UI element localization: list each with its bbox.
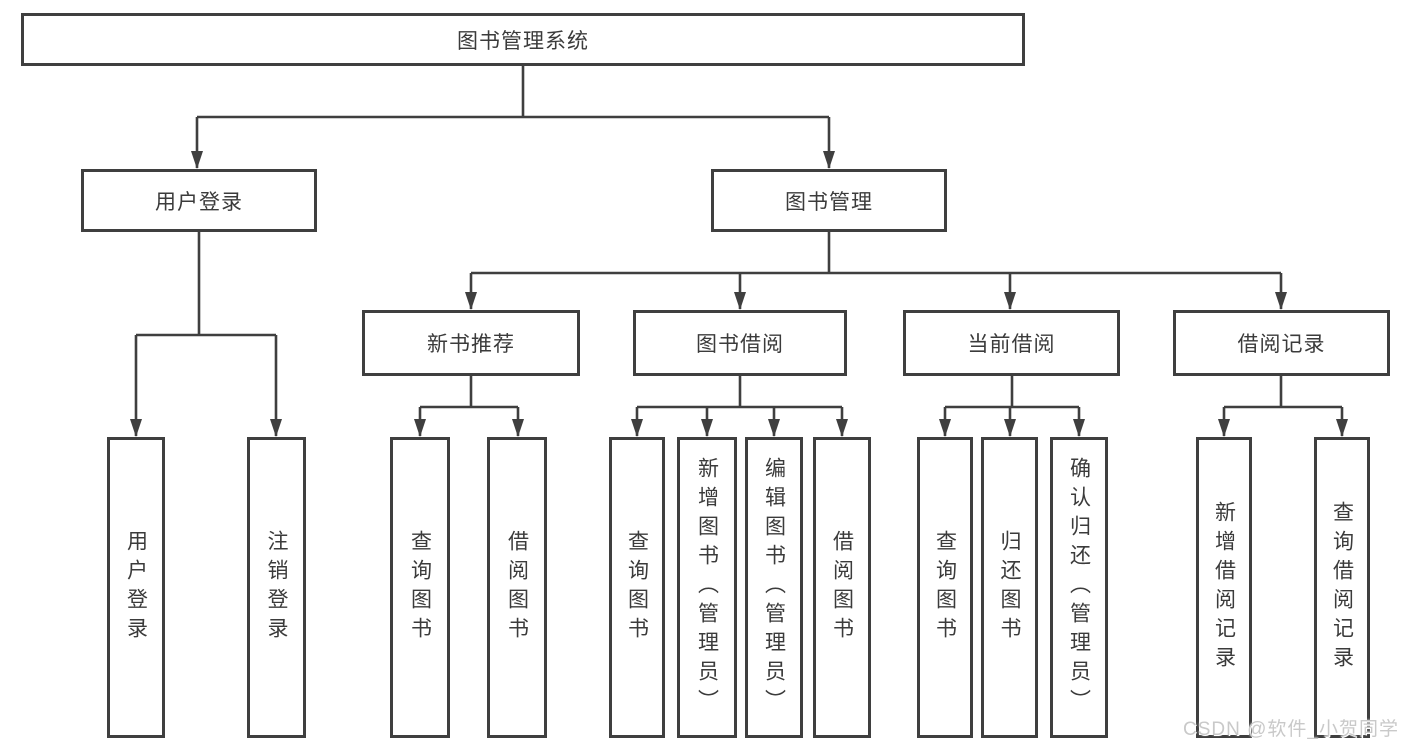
node-user-login: 用户登录 [81, 169, 317, 232]
leaf-borrow-books: 借阅图书 [813, 437, 871, 738]
leaf-user-login-label: 用户登录 [124, 529, 148, 646]
leaf-logout-label: 注销登录 [265, 529, 288, 646]
leaf-confirm-return-admin-label: 确认归还（管理员） [1067, 457, 1091, 718]
node-book-management: 图书管理 [711, 169, 947, 232]
edges-user-login [130, 232, 282, 437]
leaf-add-borrow-record-label: 新增借阅记录 [1212, 500, 1236, 675]
leaf-confirm-return-admin: 确认归还（管理员） [1050, 437, 1108, 738]
leaf-logout: 注销登录 [247, 437, 306, 738]
edges-current-borrow [939, 376, 1085, 437]
leaf-borrow-books-recommend-label: 借阅图书 [505, 529, 529, 646]
node-borrow-record: 借阅记录 [1173, 310, 1390, 376]
leaf-return-books-label: 归还图书 [998, 529, 1021, 646]
leaf-query-books-borrow: 查询图书 [609, 437, 665, 738]
node-new-book-recommend: 新书推荐 [362, 310, 580, 376]
leaf-borrow-books-recommend: 借阅图书 [487, 437, 547, 738]
edges-book-borrow [631, 376, 848, 437]
edges-book-management [465, 232, 1287, 310]
node-book-borrow: 图书借阅 [633, 310, 847, 376]
leaf-return-books: 归还图书 [981, 437, 1038, 738]
leaf-add-books-admin: 新增图书（管理员） [677, 437, 737, 738]
leaf-add-borrow-record: 新增借阅记录 [1196, 437, 1252, 738]
edges-borrow-record [1218, 376, 1348, 437]
leaf-borrow-books-label: 借阅图书 [830, 529, 854, 646]
leaf-query-books-recommend-label: 查询图书 [408, 529, 432, 646]
leaf-add-books-admin-label: 新增图书（管理员） [695, 457, 719, 718]
leaf-query-books-current-label: 查询图书 [933, 529, 957, 646]
leaf-query-books-current: 查询图书 [917, 437, 973, 738]
leaf-user-login: 用户登录 [107, 437, 165, 738]
leaf-query-borrow-record-label: 查询借阅记录 [1330, 500, 1354, 675]
edges-root [191, 66, 835, 169]
leaf-query-books-recommend: 查询图书 [390, 437, 450, 738]
node-current-borrow: 当前借阅 [903, 310, 1120, 376]
leaf-query-books-borrow-label: 查询图书 [625, 529, 649, 646]
leaf-edit-books-admin: 编辑图书（管理员） [745, 437, 803, 738]
leaf-edit-books-admin-label: 编辑图书（管理员） [762, 457, 786, 718]
leaf-query-borrow-record: 查询借阅记录 [1314, 437, 1370, 738]
node-root-system: 图书管理系统 [21, 13, 1025, 66]
edges-new-book [414, 376, 524, 437]
